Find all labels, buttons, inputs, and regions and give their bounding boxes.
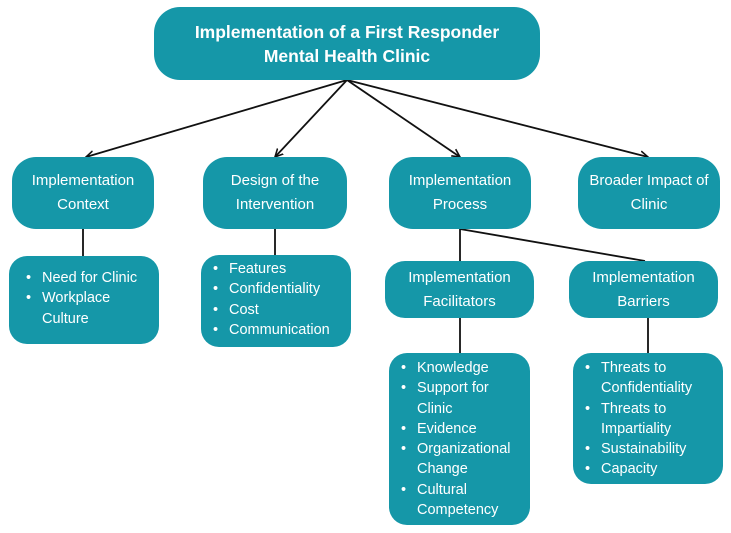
design-list: Features Confidentiality Cost Communicat… — [201, 255, 351, 347]
context-list: Need for Clinic Workplace Culture — [9, 256, 159, 344]
arrow-to-broader-impact — [346, 79, 648, 157]
subcategory-label-line-2: Barriers — [617, 292, 670, 310]
list-item: Cost — [210, 300, 349, 321]
category-implementation-process: Implementation Process — [389, 157, 531, 229]
list-item: Threats to Confidentiality — [582, 358, 719, 399]
subcategory-label-line-2: Facilitators — [423, 292, 496, 310]
category-label-line-1: Broader Impact of — [589, 172, 709, 189]
category-design-of-intervention: Design of the Intervention — [203, 157, 347, 229]
arrow-to-context — [86, 79, 348, 157]
arrow-to-design — [275, 79, 348, 157]
list-item: Knowledge — [398, 358, 526, 379]
category-label-line-2: Intervention — [235, 196, 315, 213]
category-broader-impact: Broader Impact of Clinic — [578, 157, 720, 229]
list-item: Support for Clinic — [398, 378, 526, 419]
barriers-list: Threats to Confidentiality Threats to Im… — [573, 353, 723, 484]
category-label-line-2: Clinic — [630, 196, 668, 213]
arrow-to-process — [346, 79, 460, 157]
list-item: Features — [210, 259, 349, 280]
root-title-line-1: Implementation of a First Responder — [194, 21, 500, 42]
list-item: Communication — [210, 320, 349, 341]
category-label-line-2: Process — [432, 196, 488, 213]
root-title: Implementation of a First Responder Ment… — [195, 20, 499, 68]
list-item: Capacity — [582, 459, 719, 480]
category-label-line-1: Implementation — [31, 172, 135, 189]
list-item: Evidence — [398, 419, 526, 440]
list-item: Confidentiality — [210, 279, 349, 300]
subcategory-label-line-1: Implementation — [592, 268, 695, 286]
list-item: Sustainability — [582, 439, 719, 460]
list-item: Organizational Change — [398, 439, 526, 480]
category-label-line-1: Design of the — [230, 172, 320, 189]
list-item: Threats to Impartiality — [582, 399, 719, 440]
subcategory-implementation-facilitators: Implementation Facilitators — [385, 261, 534, 318]
list-item: Workplace Culture — [23, 288, 153, 329]
category-label-line-2: Context — [57, 196, 109, 213]
root-node: Implementation of a First Responder Ment… — [154, 7, 540, 80]
category-label-line-1: Implementation — [408, 172, 512, 189]
connector-process-barriers — [459, 228, 646, 262]
list-item: Need for Clinic — [23, 268, 153, 289]
subcategory-implementation-barriers: Implementation Barriers — [569, 261, 718, 318]
root-title-line-2: Mental Health Clinic — [263, 45, 431, 66]
category-implementation-context: Implementation Context — [12, 157, 154, 229]
subcategory-label-line-1: Implementation — [408, 268, 511, 286]
facilitators-list: Knowledge Support for Clinic Evidence Or… — [389, 353, 530, 525]
list-item: Cultural Competency — [398, 480, 526, 521]
